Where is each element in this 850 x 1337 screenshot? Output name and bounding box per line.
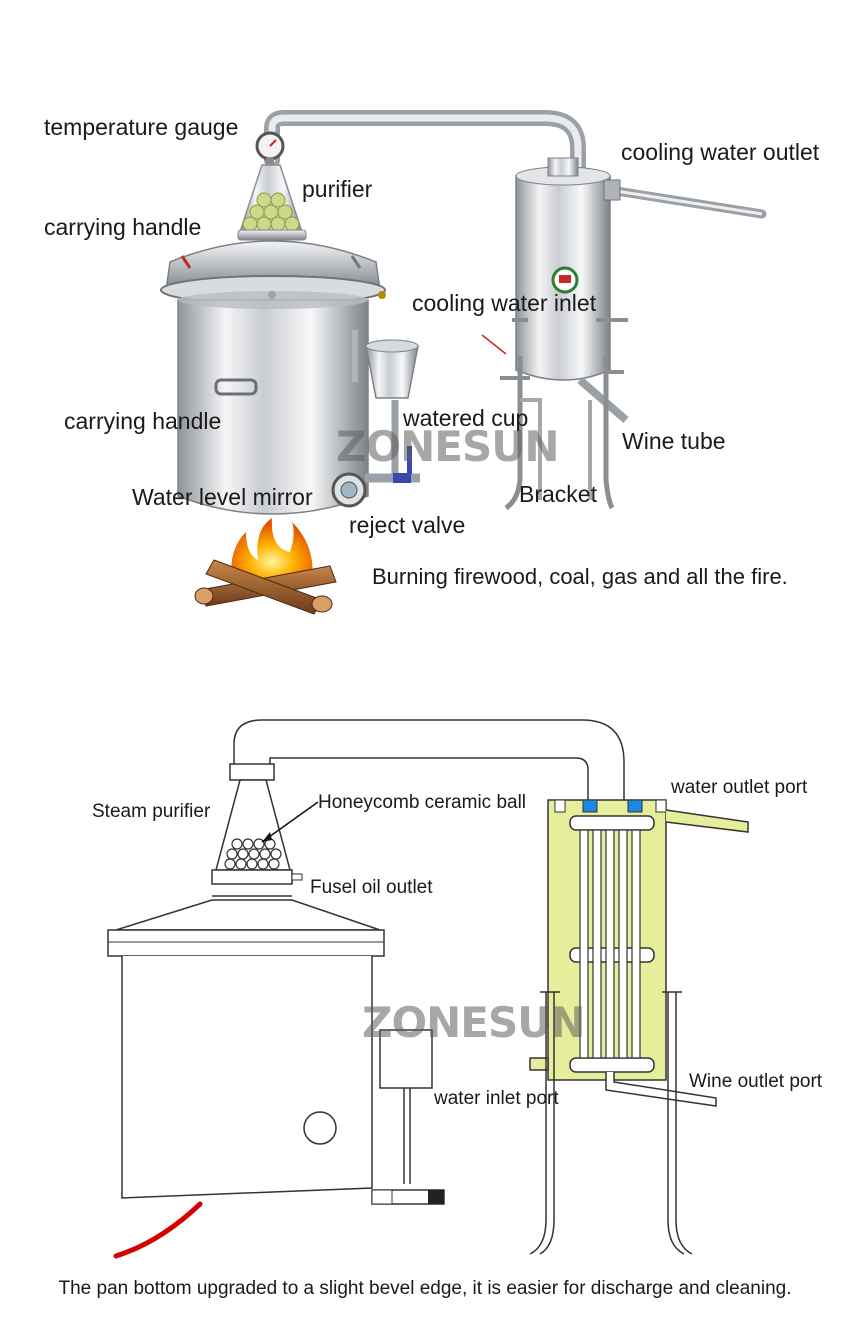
label-water-outlet-port: water outlet port	[671, 777, 808, 798]
watermark-logo-bottom: ZONESUN	[362, 998, 586, 1047]
label-carrying-handle-body: carrying handle	[64, 408, 222, 434]
label-temperature-gauge: temperature gauge	[44, 114, 239, 140]
ceramic-balls	[242, 192, 300, 232]
temperature-gauge-icon	[255, 131, 285, 166]
top-illustration: ZONESUN temperature gauge purifier carry…	[0, 0, 850, 660]
label-water-inlet-port: water inlet port	[434, 1088, 559, 1109]
label-carrying-handle-lid: carrying handle	[44, 214, 202, 240]
label-cooling-water-inlet: cooling water inlet	[412, 290, 597, 316]
label-wine-outlet-port: Wine outlet port	[689, 1071, 823, 1092]
top-caption: Burning firewood, coal, gas and all the …	[372, 564, 788, 589]
label-purifier: purifier	[302, 176, 373, 202]
watermark-logo: ZONESUN	[336, 422, 560, 471]
bottom-caption: The pan bottom upgraded to a slight beve…	[58, 1278, 792, 1299]
label-steam-purifier: Steam purifier	[92, 801, 211, 822]
water-level-mirror-icon	[331, 472, 367, 508]
label-wine-tube: Wine tube	[622, 428, 726, 454]
label-bracket: Bracket	[519, 481, 597, 507]
label-water-level-mirror: Water level mirror	[132, 484, 313, 510]
label-watered-cup: watered cup	[403, 405, 529, 431]
bottom-schematic: ZONESUN Steam purifier Honeycomb ceramic…	[0, 660, 850, 1337]
label-cooling-water-outlet: cooling water outlet	[621, 139, 820, 165]
honeycomb-balls	[224, 838, 282, 870]
fire-icon	[194, 518, 337, 615]
label-reject-valve: reject valve	[349, 512, 466, 538]
label-fusel-oil-outlet: Fusel oil outlet	[310, 877, 433, 898]
label-honeycomb-ceramic-ball: Honeycomb ceramic ball	[318, 792, 527, 813]
bottom-still-schematic	[107, 719, 749, 1259]
top-still-drawing	[160, 110, 767, 615]
